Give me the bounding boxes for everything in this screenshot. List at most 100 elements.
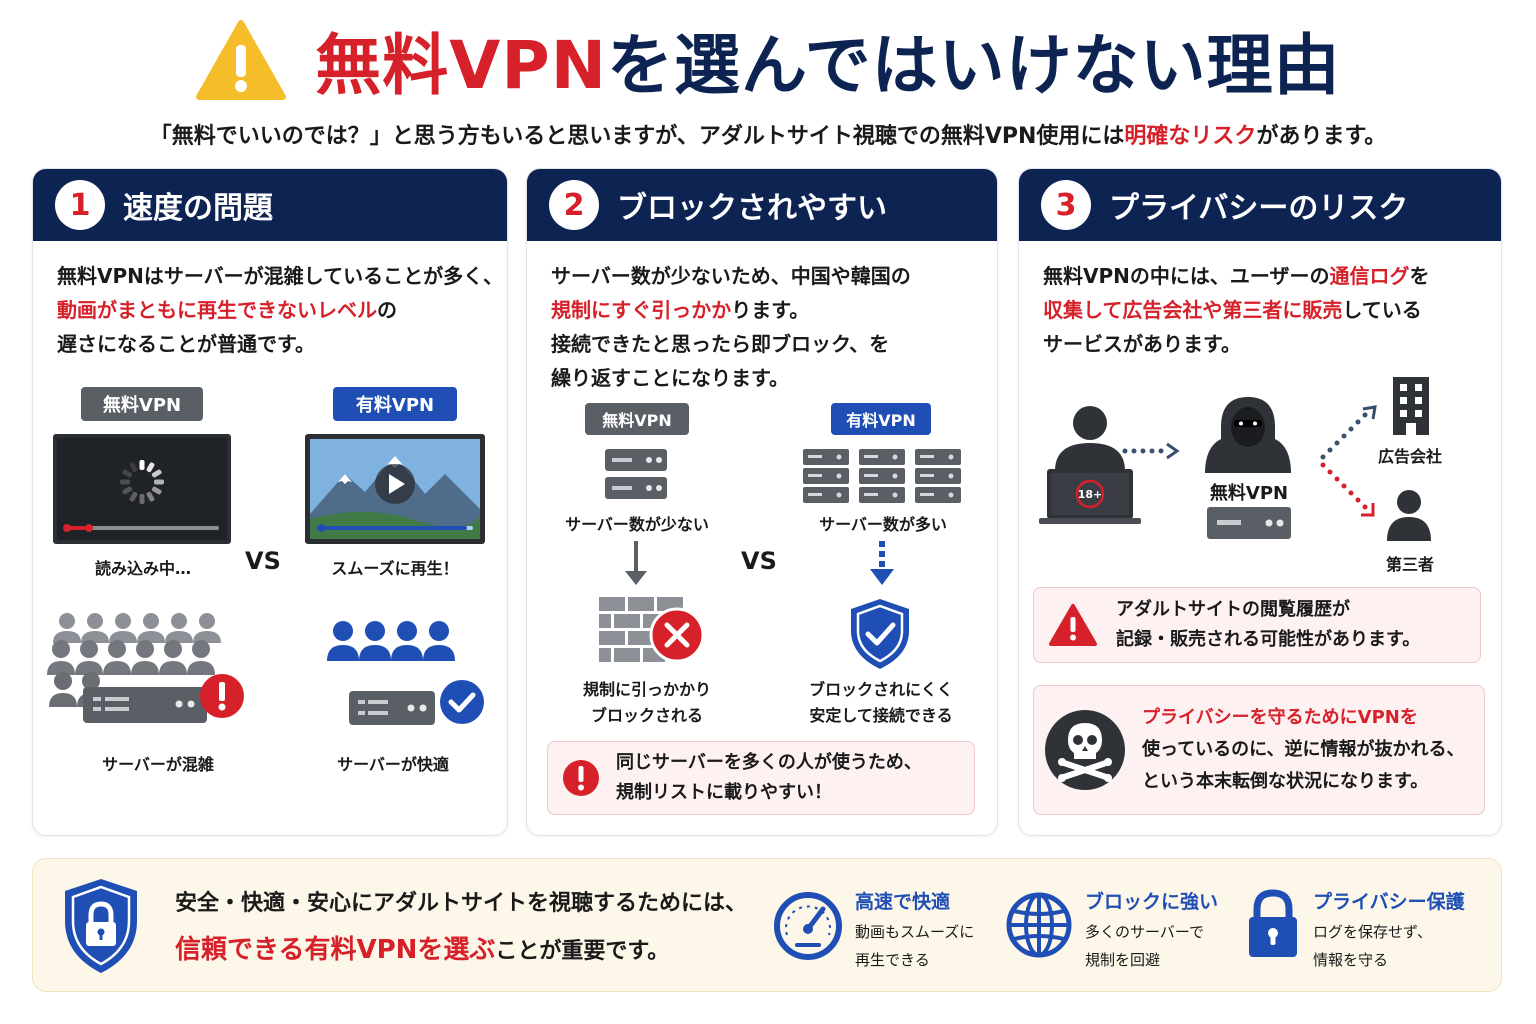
- note-line: という本末転倒な状況になります。: [1142, 771, 1429, 792]
- note-line-highlight: プライバシーを守るためにVPNを: [1142, 707, 1418, 728]
- card-speed: 1 速度の問題 無料VPNはサーバーが混雑していることが多く、 動画がまともに再…: [32, 168, 508, 836]
- split-arrows-icon: [1320, 405, 1377, 517]
- dashed-down-arrow-icon: [870, 541, 894, 585]
- description-line: サーバー数が少ないため、中国や韓国の: [551, 264, 911, 288]
- many-servers-label: サーバー数が多い: [819, 515, 947, 534]
- down-arrow-icon: [625, 541, 647, 585]
- third-party-person-icon: [1387, 490, 1431, 541]
- adult-badge: 18+: [1078, 488, 1103, 501]
- subtitle-text: 「無料でいいのでは？」と思う方もいると思いますが、アダルトサイト視聴での無料VP…: [149, 124, 1125, 149]
- free-vpn-tag: 無料VPN: [585, 403, 689, 435]
- banner-highlight: 信頼できる有料VPNを選ぶ: [175, 935, 496, 965]
- skull-icon: [1045, 710, 1125, 790]
- description-line: している: [1342, 298, 1422, 322]
- server-icon: [1207, 507, 1291, 539]
- dotted-arrow-icon: [1122, 442, 1180, 460]
- description-line: を: [1409, 264, 1430, 288]
- crowded-label: サーバーが混雑: [102, 755, 214, 774]
- vs-label: VS: [245, 547, 281, 575]
- card-header: 2 ブロックされやすい: [527, 169, 997, 241]
- free-vpn-tag: 無料VPN: [81, 387, 203, 421]
- feature-desc: 動画もスムーズに 再生できる: [855, 918, 974, 974]
- feature-desc-line: ログを保存せず、: [1313, 923, 1432, 941]
- stable-caption: ブロックされにくく 安定して接続できる: [791, 677, 971, 729]
- padlock-icon: [1249, 889, 1297, 957]
- feature-blocking: ブロックに強い 多くのサーバーで 規制を回避: [1085, 887, 1218, 974]
- card-privacy: 3 プライバシーのリスク 無料VPNの中には、ユーザーの通信ログを 収集して広告…: [1018, 168, 1502, 836]
- card-header: 3 プライバシーのリスク: [1019, 169, 1501, 241]
- feature-desc-line: 多くのサーバーで: [1085, 923, 1204, 941]
- comfortable-users-icon: [327, 621, 455, 725]
- note-line: 使っているのに、逆に情報が抜かれる、: [1142, 739, 1465, 760]
- note-text: プライバシーを守るためにVPNを 使っているのに、逆に情報が抜かれる、 という本…: [1142, 702, 1465, 798]
- privacy-danger-note: プライバシーを守るためにVPNを 使っているのに、逆に情報が抜かれる、 という本…: [1033, 685, 1485, 815]
- feature-desc-line: 動画もスムーズに: [855, 923, 975, 941]
- blocked-line: ブロックされる: [590, 706, 703, 725]
- page-subtitle: 「無料でいいのでは？」と思う方もいると思いますが、アダルトサイト視聴での無料VP…: [0, 118, 1536, 150]
- note-line: 記録・販売される可能性があります。: [1116, 629, 1421, 650]
- building-icon: [1393, 377, 1429, 435]
- check-circle-icon: [440, 680, 484, 724]
- privacy-warning-note: アダルトサイトの閲覧履歴が 記録・販売される可能性があります。: [1033, 587, 1481, 663]
- paid-vpn-tag: 有料VPN: [831, 403, 931, 435]
- header: 無料VPNを選んではいけない理由: [0, 10, 1536, 110]
- bottom-banner: 安全・快適・安心にアダルトサイトを視聴するためには、 信頼できる有料VPNを選ぶ…: [32, 858, 1502, 992]
- feature-desc-line: 情報を守る: [1313, 951, 1389, 969]
- feature-title: ブロックに強い: [1085, 891, 1219, 913]
- description-line: の: [377, 298, 397, 322]
- note-line: 同じサーバーを多くの人が使うため、: [616, 752, 922, 773]
- card-number: 1: [55, 180, 105, 230]
- banner-text: 安全・快適・安心にアダルトサイトを視聴するためには、 信頼できる有料VPNを選ぶ…: [175, 881, 747, 975]
- feature-privacy: プライバシー保護 ログを保存せず、 情報を守る: [1313, 887, 1465, 974]
- description-highlight: 動画がまともに再生できないレベル: [57, 298, 377, 322]
- shield-lock-icon: [65, 879, 137, 973]
- feature-title: 高速で快適: [855, 891, 951, 913]
- card-title: 速度の問題: [123, 191, 273, 226]
- user-laptop-icon: 18+: [1039, 406, 1141, 524]
- card-title: ブロックされやすい: [617, 191, 887, 226]
- note-text: 同じサーバーを多くの人が使うため、 規制リストに載りやすい！: [616, 748, 922, 808]
- smooth-label: スムーズに再生！: [331, 559, 459, 578]
- hacker-icon: [1205, 397, 1291, 473]
- description-line: 無料VPNはサーバーが混雑していることが多く、: [57, 264, 504, 288]
- feature-desc-line: 再生できる: [855, 951, 930, 969]
- speedometer-icon: [774, 892, 842, 960]
- feature-desc: 多くのサーバーで 規制を回避: [1085, 918, 1218, 974]
- blocked-line: 規制に引っかかり: [582, 680, 711, 699]
- feature-speed: 高速で快適 動画もスムーズに 再生できる: [855, 887, 974, 974]
- globe-icon: [1006, 892, 1072, 958]
- card-description: サーバー数が少ないため、中国や韓国の 規制にすぐ引っかかります。 接続できたと思…: [551, 259, 991, 395]
- page-title: 無料VPNを選んではいけない理由: [315, 12, 1340, 108]
- alert-icon: [563, 760, 599, 796]
- note-line: アダルトサイトの閲覧履歴が: [1116, 599, 1350, 620]
- description-line: 無料VPNの中には、ユーザーの: [1043, 264, 1330, 288]
- description-line: 接続できたと思ったら即ブロック、を: [551, 332, 890, 356]
- stable-line: ブロックされにくく: [809, 680, 953, 699]
- few-servers-label: サーバー数が少ない: [565, 515, 709, 534]
- alert-icon: [200, 674, 244, 718]
- paid-vpn-tag: 有料VPN: [333, 387, 457, 421]
- smooth-video-screen: [305, 434, 485, 544]
- ad-company-label: 広告会社: [1377, 447, 1442, 466]
- subtitle-highlight: 明確なリスク: [1124, 124, 1257, 149]
- card-header: 1 速度の問題: [33, 169, 507, 241]
- card-description: 無料VPNの中には、ユーザーの通信ログを 収集して広告会社や第三者に販売している…: [1043, 259, 1483, 361]
- shield-check-icon: [851, 599, 909, 669]
- comfort-label: サーバーが快適: [337, 755, 449, 774]
- firewall-blocked-icon: [599, 597, 705, 663]
- card-blocking: 2 ブロックされやすい サーバー数が少ないため、中国や韓国の 規制にすぐ引っかか…: [526, 168, 998, 836]
- free-vpn-label: 無料VPN: [1209, 483, 1289, 504]
- vs-label: VS: [741, 547, 777, 575]
- banner-line: ことが重要です。: [495, 939, 670, 964]
- subtitle-text-end: があります。: [1256, 124, 1387, 149]
- description-line: サービスがあります。: [1043, 332, 1241, 356]
- stable-line: 安定して接続できる: [809, 706, 953, 725]
- note-text: アダルトサイトの閲覧履歴が 記録・販売される可能性があります。: [1116, 595, 1420, 655]
- many-servers-icon: [803, 449, 961, 503]
- blocking-note: 同じサーバーを多くの人が使うため、 規制リストに載りやすい！: [547, 741, 975, 815]
- feature-desc: ログを保存せず、 情報を守る: [1313, 918, 1465, 974]
- card-number: 3: [1041, 180, 1091, 230]
- third-party-label: 第三者: [1385, 555, 1434, 574]
- spinner-icon: [120, 460, 164, 504]
- description-line: ります。: [731, 298, 810, 322]
